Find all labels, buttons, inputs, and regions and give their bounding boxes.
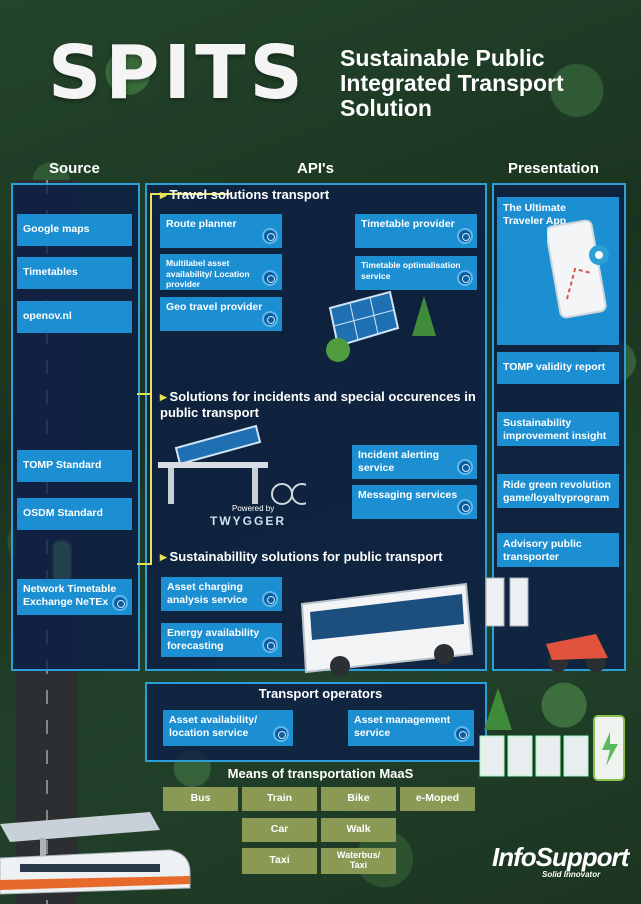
gear-icon [112, 595, 128, 611]
connector-line [150, 193, 152, 563]
source-item-osdm-standard[interactable]: OSDM Standard [17, 498, 132, 530]
api-asset-charging-label: Asset charging analysis service [167, 581, 248, 607]
solar-panel-illustration [326, 290, 436, 362]
api-route-planner-label: Route planner [166, 218, 237, 230]
gear-icon [262, 270, 278, 286]
powered-by-label: Powered by [232, 504, 275, 513]
mode-waterbus-taxi[interactable]: Waterbus/ Taxi [321, 848, 396, 874]
presentation-tomp-validity[interactable]: TOMP validity report [497, 352, 619, 384]
api-messaging-services-label: Messaging services [358, 489, 458, 501]
gear-icon [262, 591, 278, 607]
section-title-travel: ▸Travel solutions transport [160, 187, 330, 202]
presentation-ultimate-traveler-app[interactable]: The Ultimate Traveler App [497, 197, 619, 345]
infosupport-tagline: Solid Innovator [542, 870, 601, 879]
phone-map-icon [547, 219, 609, 319]
api-multilabel-asset[interactable]: Multilabel asset availability/ Location … [160, 254, 282, 290]
api-incident-alerting[interactable]: Incident alerting service [352, 445, 477, 479]
connector-line [137, 393, 152, 395]
api-route-planner[interactable]: Route planner [160, 214, 282, 248]
infosupport-logo: InfoSupport [492, 842, 629, 872]
gear-icon [457, 459, 473, 475]
api-asset-management-label: Asset management service [354, 714, 451, 740]
api-timetable-provider[interactable]: Timetable provider [355, 214, 477, 248]
gear-icon [457, 270, 473, 286]
mode-bus[interactable]: Bus [163, 787, 238, 811]
section-title-sustainability: ▸Sustainabillity solutions for public tr… [160, 549, 443, 564]
api-geo-travel[interactable]: Geo travel provider [160, 297, 282, 331]
source-item-google-maps[interactable]: Google maps [17, 214, 132, 246]
section-title-travel-label: Travel solutions transport [169, 187, 330, 202]
section-title-sustainability-label: Sustainabillity solutions for public tra… [169, 549, 443, 564]
battery-illustration [479, 688, 625, 781]
section-title-incidents: ▸Solutions for incidents and special occ… [160, 389, 476, 421]
api-multilabel-asset-label: Multilabel asset availability/ Location … [166, 258, 250, 290]
presentation-ride-green[interactable]: Ride green revolution game/loyaltyprogra… [497, 474, 619, 508]
mode-bike[interactable]: Bike [321, 787, 396, 811]
api-asset-charging[interactable]: Asset charging analysis service [161, 577, 282, 611]
section-title-incidents-label: Solutions for incidents and special occu… [160, 389, 476, 421]
source-item-netex-label: Network Timetable Exchange NeTEx [23, 583, 117, 609]
gear-icon [262, 228, 278, 244]
api-energy-availability[interactable]: Energy availability forecasting [161, 623, 282, 657]
api-timetable-provider-label: Timetable provider [361, 218, 455, 230]
mode-walk[interactable]: Walk [321, 818, 396, 842]
presentation-advisory-transporter[interactable]: Advisory public transporter [497, 533, 619, 567]
gear-icon [457, 499, 473, 515]
presentation-ultimate-traveler-app-label: The Ultimate Traveler App [503, 202, 567, 228]
connector-line [150, 193, 230, 195]
means-title: Means of transportation MaaS [227, 766, 414, 781]
api-timetable-optimalisation-label: Timetable optimalisation service [361, 260, 461, 281]
source-item-openov[interactable]: openov.nl [17, 301, 132, 333]
bus-shelter-illustration [158, 424, 306, 505]
page-subtitle: Sustainable Public Integrated Transport … [340, 45, 564, 121]
page-title: SPITS [48, 30, 307, 116]
gear-icon [457, 228, 473, 244]
column-header-presentation: Presentation [508, 160, 599, 177]
column-header-apis: API's [297, 160, 334, 177]
mode-car[interactable]: Car [242, 818, 317, 842]
column-header-source: Source [49, 160, 100, 177]
train-illustration [0, 812, 191, 895]
source-item-tomp-standard[interactable]: TOMP Standard [17, 450, 132, 482]
section-title-operators: Transport operators [258, 686, 383, 701]
api-geo-travel-label: Geo travel provider [166, 301, 263, 313]
api-timetable-optimalisation[interactable]: Timetable optimalisation service [355, 256, 477, 290]
source-item-netex[interactable]: Network Timetable Exchange NeTEx [17, 579, 132, 615]
api-asset-availability-label: Asset availability/ location service [169, 714, 258, 740]
api-incident-alerting-label: Incident alerting service [358, 449, 440, 475]
gear-icon [454, 726, 470, 742]
presentation-sustainability-insight[interactable]: Sustainability improvement insight [497, 412, 619, 446]
gear-icon [262, 311, 278, 327]
mode-train[interactable]: Train [242, 787, 317, 811]
gear-icon [262, 637, 278, 653]
api-asset-management[interactable]: Asset management service [348, 710, 474, 746]
gear-icon [273, 726, 289, 742]
connector-line [137, 563, 152, 565]
twygger-logo: TWYGGER [210, 514, 286, 528]
source-item-timetables[interactable]: Timetables [17, 257, 132, 289]
api-messaging-services[interactable]: Messaging services [352, 485, 477, 519]
api-energy-availability-label: Energy availability forecasting [167, 627, 260, 653]
mode-taxi[interactable]: Taxi [242, 848, 317, 874]
bus-illustration [300, 577, 608, 676]
mode-e-moped[interactable]: e-Moped [400, 787, 475, 811]
api-asset-availability[interactable]: Asset availability/ location service [163, 710, 293, 746]
